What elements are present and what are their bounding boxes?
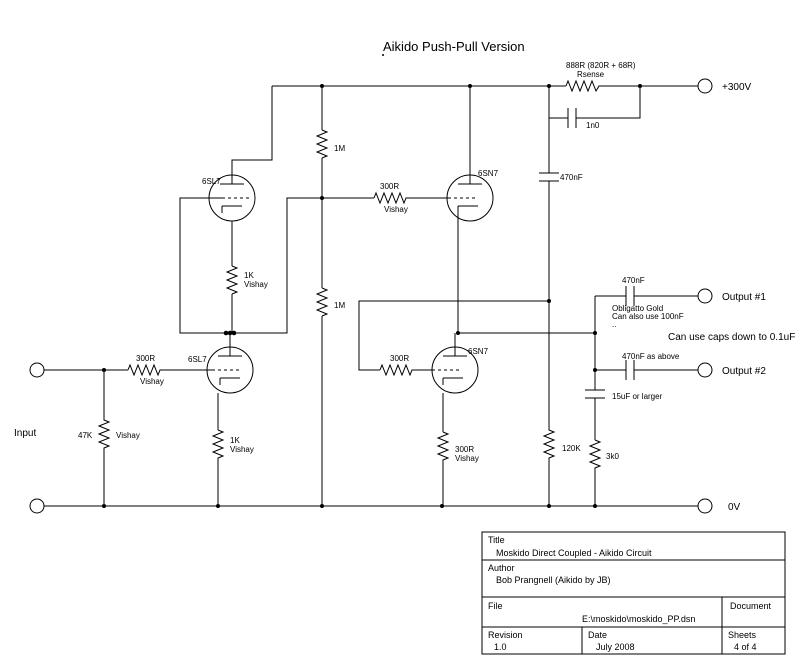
terminal-ground xyxy=(697,498,713,514)
cathode-wire-upper-low xyxy=(231,197,374,334)
label-cap-bypass: 1n0 xyxy=(586,121,600,130)
label-6sl7-bottom: 6SL7 xyxy=(188,355,207,364)
tb-date-label: Date xyxy=(588,630,607,640)
resistor-300r-lower xyxy=(379,363,432,377)
cap-out1 xyxy=(625,286,635,306)
terminal-output2 xyxy=(697,362,713,378)
tube-6sl7-top-elements xyxy=(220,86,273,213)
tb-revision-label: Revision xyxy=(488,630,523,640)
label-300r-cathode: 300R xyxy=(455,445,474,454)
title-marker xyxy=(382,54,384,56)
label-1m-top: 1M xyxy=(334,144,345,153)
label-cap-470nf-upper: 470nF xyxy=(560,173,583,182)
label-1k-lower: 1K xyxy=(230,436,240,445)
tb-title-label: Title xyxy=(488,535,505,545)
label-300r-input: 300R xyxy=(136,354,155,363)
label-47k-type: Vishay xyxy=(116,431,140,440)
cap-out2 xyxy=(625,360,635,380)
bias-wire xyxy=(358,300,549,371)
terminal-ground-left xyxy=(29,498,45,514)
label-cap-15uf: 15uF or larger xyxy=(612,392,663,401)
node xyxy=(223,330,229,336)
node xyxy=(468,84,472,88)
label-120k: 120K xyxy=(562,444,581,453)
label-300r-lower: 300R xyxy=(390,354,409,363)
resistor-1k-upper xyxy=(225,265,239,295)
resistor-3k0 xyxy=(588,439,602,506)
label-rsense: 888R (820R + 68R) xyxy=(566,61,636,70)
resistor-120k xyxy=(542,301,556,506)
label-1k-lower-type: Vishay xyxy=(230,445,254,454)
node xyxy=(593,331,597,335)
label-input: Input xyxy=(14,428,36,439)
tb-author-value: Bob Prangnell (Aikido by JB) xyxy=(496,575,611,585)
resistor-1m-top xyxy=(315,129,329,159)
schematic-title: Aikido Push-Pull Version xyxy=(383,39,525,54)
node xyxy=(456,331,460,335)
label-output2: Output #2 xyxy=(722,366,766,377)
label-cap-out1-note1: Obligatto Gold xyxy=(612,304,663,313)
resistor-1m-bottom xyxy=(315,287,329,317)
label-1k-upper-type: Vishay xyxy=(244,280,268,289)
tb-file-label: File xyxy=(488,601,503,611)
resistor-1k-lower xyxy=(211,429,225,506)
tb-sheets-label: Sheets xyxy=(728,630,757,640)
resistor-rsense xyxy=(565,79,603,93)
terminal-input xyxy=(29,362,45,378)
cap-bypass xyxy=(567,108,577,128)
title-block-frame xyxy=(481,531,786,655)
grid-loop-wire xyxy=(179,197,226,334)
label-ground: 0V xyxy=(728,502,741,513)
label-caps-note: Can use caps down to 0.1uF xyxy=(668,332,795,343)
label-300r-upper-type: Vishay xyxy=(384,205,408,214)
label-supply: +300V xyxy=(722,82,752,93)
label-1m-bottom: 1M xyxy=(334,301,345,310)
label-cap-out1-note3: .. xyxy=(612,320,616,329)
tb-author-label: Author xyxy=(488,563,515,573)
tube-6sl7-bottom-elements xyxy=(212,333,242,385)
tb-date-value: July 2008 xyxy=(596,642,635,652)
resistor-300r-input xyxy=(127,363,212,377)
tube-6sn7-bottom-elements xyxy=(432,333,467,385)
label-output1: Output #1 xyxy=(722,292,766,303)
cap-470nf-upper xyxy=(539,172,559,182)
tb-sheets-value: 4 of 4 xyxy=(734,642,757,652)
terminal-output1 xyxy=(697,288,713,304)
title-block: Title Moskido Direct Coupled - Aikido Ci… xyxy=(481,531,786,655)
cap-bypass-wires xyxy=(548,86,641,119)
tb-file-value: E:\moskido\moskido_PP.dsn xyxy=(582,614,695,624)
label-47k: 47K xyxy=(78,431,93,440)
label-1k-upper: 1K xyxy=(244,271,254,280)
terminal-supply xyxy=(697,78,713,94)
label-cap-out1: 470nF xyxy=(622,276,645,285)
resistor-300r-cathode xyxy=(436,431,450,506)
resistor-300r-upper xyxy=(373,191,448,205)
node xyxy=(231,330,237,336)
label-6sl7-top: 6SL7 xyxy=(202,177,221,186)
label-3k0: 3k0 xyxy=(606,452,619,461)
label-rsense-name: Rsense xyxy=(577,70,605,79)
label-cap-out2: 470nF as above xyxy=(622,352,680,361)
cathode-to-anode-wire xyxy=(457,213,595,334)
node xyxy=(320,84,324,88)
label-300r-input-type: Vishay xyxy=(140,377,164,386)
label-6sn7-bottom: 6SN7 xyxy=(468,347,489,356)
tb-revision-value: 1.0 xyxy=(494,642,507,652)
tube-6sn7-top-elements xyxy=(448,86,482,213)
label-300r-cathode-type: Vishay xyxy=(455,454,479,463)
tb-title-value: Moskido Direct Coupled - Aikido Circuit xyxy=(496,548,652,558)
cap-15uf xyxy=(585,389,605,399)
node xyxy=(638,84,642,88)
label-cap-out1-note2: Can also use 100nF xyxy=(612,312,684,321)
tb-document-label: Document xyxy=(730,601,772,611)
resistor-47k xyxy=(97,370,111,506)
title-block-grid xyxy=(482,559,785,654)
label-300r-upper: 300R xyxy=(380,182,399,191)
label-6sn7-top: 6SN7 xyxy=(478,169,499,178)
